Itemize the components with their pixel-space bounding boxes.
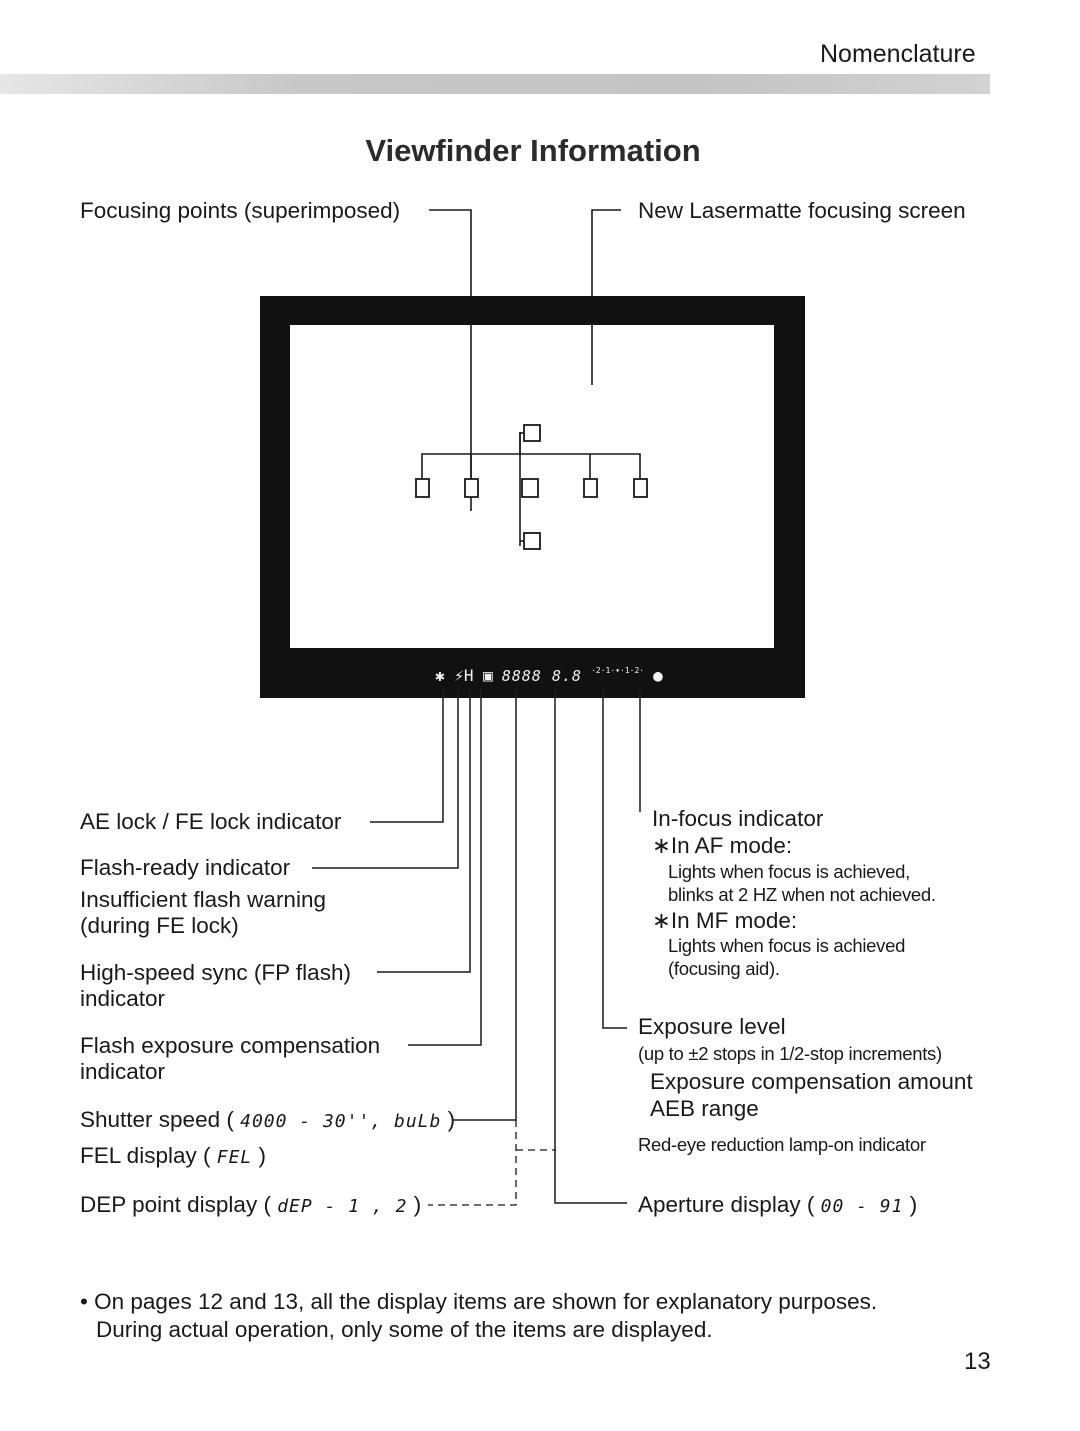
af-point-top <box>523 424 541 442</box>
leader-aperture <box>554 688 627 1204</box>
leader-flash-comp <box>408 688 482 1046</box>
label-flash-ready: Flash-ready indicator <box>80 855 291 880</box>
label-flash-comp-2: indicator <box>80 1059 166 1084</box>
leader-shutter <box>452 688 517 1121</box>
aperture-segment: 00 - 91 <box>820 1196 904 1217</box>
label-ae-lock: AE lock / FE lock indicator <box>80 809 342 834</box>
label-high-speed-sync-2: indicator <box>80 986 166 1011</box>
label-flash-comp: Flash exposure compensation <box>80 1033 381 1058</box>
aperture-suffix: ) <box>909 1192 918 1217</box>
label-mf-mode: ∗In MF mode: <box>652 908 798 933</box>
leader-flash-ready <box>312 688 459 869</box>
af-point-left <box>464 478 479 498</box>
af-point-far-right <box>633 478 648 498</box>
af-point-right <box>583 478 598 498</box>
label-mf-desc-1: Lights when focus is achieved <box>668 935 906 956</box>
label-af-desc-1: Lights when focus is achieved, <box>668 861 910 882</box>
shutter-suffix: ) <box>447 1107 456 1132</box>
af-tree-branch <box>421 453 641 478</box>
label-insufficient-flash: Insufficient flash warning <box>80 887 326 912</box>
label-focusing-points: Focusing points (superimposed) <box>80 198 401 223</box>
dep-segment: dEP - 1 , 2 <box>277 1196 408 1217</box>
dep-suffix: ) <box>413 1192 422 1217</box>
fel-suffix: ) <box>258 1143 267 1168</box>
lcd-strip: ✱ ⚡H ▣ 8888 8.8 ·2·1·▾·1·2· ● <box>435 666 663 685</box>
label-exposure-range: (up to ±2 stops in 1/2-stop increments) <box>638 1043 942 1064</box>
lcd-symbols: ✱ ⚡H ▣ <box>435 666 493 685</box>
fel-segment: FEL <box>216 1147 253 1168</box>
label-in-focus: In-focus indicator <box>652 806 824 831</box>
label-shutter-speed: Shutter speed ( 4000 - 30'', buLb ) <box>80 1107 455 1135</box>
fel-prefix: FEL display ( <box>80 1143 211 1168</box>
label-aperture-display: Aperture display ( 00 - 91 ) <box>638 1192 917 1220</box>
page-title: Viewfinder Information <box>365 133 701 168</box>
label-focusing-screen: New Lasermatte focusing screen <box>638 198 966 223</box>
label-aeb-range: AEB range <box>650 1096 759 1121</box>
footnote-line-2: During actual operation, only some of th… <box>96 1317 713 1342</box>
shutter-prefix: Shutter speed ( <box>80 1107 234 1132</box>
label-insufficient-flash-2: (during FE lock) <box>80 913 239 938</box>
label-af-desc-2: blinks at 2 HZ when not achieved. <box>668 884 936 905</box>
footnote: • On pages 12 and 13, all the display it… <box>80 1288 980 1344</box>
in-focus-dot-icon: ● <box>653 666 663 685</box>
label-fel-display: FEL display ( FEL ) <box>80 1143 266 1171</box>
lcd-scale: ·2·1·▾·1·2· <box>591 666 645 675</box>
leader-high-speed <box>377 688 471 973</box>
af-point-bottom <box>523 532 541 550</box>
label-af-mode: ∗In AF mode: <box>652 833 793 858</box>
label-dep-point: DEP point display ( dEP - 1 , 2 ) <box>80 1192 421 1220</box>
label-exposure-comp: Exposure compensation amount <box>650 1069 973 1094</box>
label-high-speed-sync: High-speed sync (FP flash) <box>80 960 351 985</box>
leader-ae-lock <box>370 688 444 823</box>
label-mf-desc-2: (focusing aid). <box>668 958 780 979</box>
leader-exposure <box>602 688 627 1029</box>
af-point-center <box>521 478 539 498</box>
section-header: Nomenclature <box>820 40 976 68</box>
label-red-eye: Red-eye reduction lamp-on indicator <box>638 1134 926 1155</box>
dep-prefix: DEP point display ( <box>80 1192 271 1217</box>
af-point-far-left <box>415 478 430 498</box>
header-band <box>0 74 990 94</box>
aperture-prefix: Aperture display ( <box>638 1192 815 1217</box>
footnote-line-1: • On pages 12 and 13, all the display it… <box>80 1289 878 1314</box>
lcd-digits: 8888 8.8 <box>501 667 583 685</box>
label-exposure-level: Exposure level <box>638 1014 786 1039</box>
page-number: 13 <box>964 1348 991 1375</box>
shutter-segment: 4000 - 30'', buLb <box>240 1111 442 1132</box>
leader-dep <box>428 1120 517 1206</box>
